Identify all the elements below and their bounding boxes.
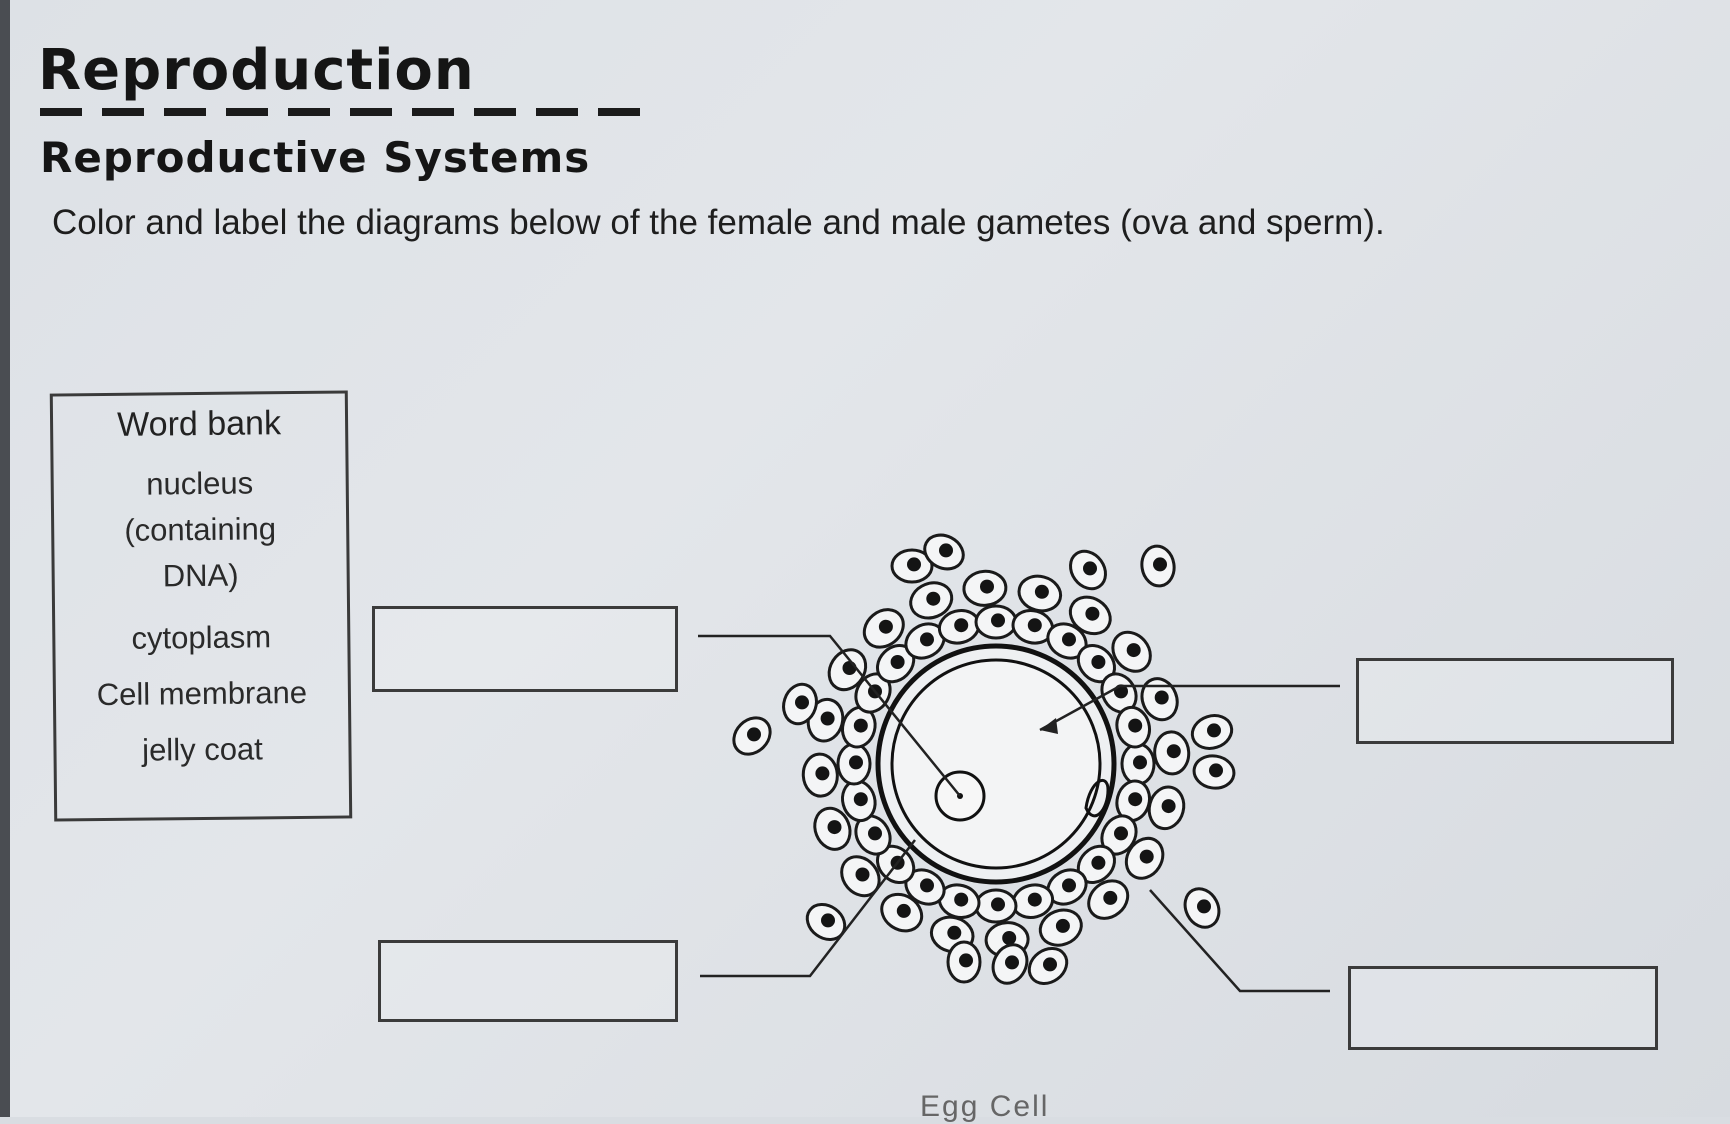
follicle-cell-nucleus [947,925,962,940]
follicle-cell-nucleus [1133,755,1147,770]
jelly-coat-cells [732,533,1236,985]
label-box-bottom-right[interactable] [1348,966,1658,1050]
follicle-cell-nucleus [878,619,893,634]
follicle-cell-nucleus [1027,892,1042,907]
follicle-cell-nucleus [926,591,941,606]
follicle-cell-nucleus [853,718,868,733]
follicle-cell-nucleus [1091,855,1106,870]
section-subtitle: Reproductive Systems [40,133,591,182]
follicle-cell-nucleus [820,711,835,726]
follicle-cell-nucleus [1091,655,1106,669]
cell-membrane-inner [890,658,1102,870]
follicle-cell-nucleus [1085,606,1100,621]
follicle-cell-nucleus [1027,618,1042,633]
follicle-cell-nucleus [795,695,809,710]
follicle-cell-nucleus [1166,744,1181,759]
follicle-cell-nucleus [991,613,1005,628]
follicle-cell-nucleus [1043,957,1057,972]
follicle-cell-nucleus [1209,763,1223,778]
follicle-cell-nucleus [920,878,934,893]
follicle-cell-nucleus [1153,557,1167,572]
follicle-cell-nucleus [1034,584,1049,599]
instruction-text: Color and label the diagrams below of th… [52,203,1385,242]
follicle-cell-nucleus [1083,561,1097,576]
follicle-cell-nucleus [959,953,973,968]
follicle-cell-nucleus [1114,826,1128,841]
follicle-cell-nucleus [1062,632,1076,647]
follicle-cell-nucleus [991,897,1005,912]
follicle-cell-nucleus [890,655,905,669]
follicle-cell-nucleus [1126,643,1141,658]
follicle-cell-nucleus [954,892,969,907]
follicle-cell-nucleus [855,867,870,882]
follicle-cell-nucleus [954,618,969,633]
follicle-cell-nucleus [1207,723,1221,738]
arrowhead [1040,718,1058,734]
follicle-cell-nucleus [868,826,882,841]
cytoplasm-inclusion [1084,778,1110,818]
follicle-cell-nucleus [1002,931,1017,945]
label-box-top-right[interactable] [1356,658,1674,744]
follicle-cell-nucleus [1197,899,1211,914]
follicle-cell-nucleus [1139,849,1154,864]
page-title: Reproduction [38,38,475,103]
follicle-cell-nucleus [896,903,911,918]
follicle-cell-nucleus [1154,690,1169,705]
follicle-cell-nucleus [1062,878,1076,893]
diagram-caption: Egg Cell [920,1090,1050,1123]
follicle-cell-nucleus [1128,792,1143,807]
follicle-cell-nucleus [747,727,761,742]
follicle-cell-nucleus [1161,799,1176,814]
follicle-cell-nucleus [1103,890,1118,905]
leader-line-bottom-right [1149,889,1330,993]
follicle-cell-nucleus [1005,955,1019,970]
leader-lines [698,634,1340,993]
leader-line-top-right [1039,684,1340,732]
follicle-cell-nucleus [920,632,934,647]
follicle-cell-nucleus [853,792,868,807]
follicle-cell-nucleus [907,557,921,572]
follicle-cell-nucleus [849,755,863,770]
leader-line-bottom-left [700,839,916,978]
follicle-cell-nucleus [1128,718,1143,733]
follicle-cell-nucleus [1055,918,1070,933]
leader-line-top-left [698,634,961,797]
follicle-cell-nucleus [827,820,842,835]
page-edge [0,0,10,1117]
follicle-cell-nucleus [939,543,953,558]
dashed-divider [40,108,645,116]
follicle-cell-nucleus [821,913,835,928]
label-box-bottom-left[interactable] [378,940,678,1022]
follicle-cell-nucleus [980,579,994,594]
follicle-cell-nucleus [815,766,830,781]
label-box-top-left[interactable] [372,606,678,692]
